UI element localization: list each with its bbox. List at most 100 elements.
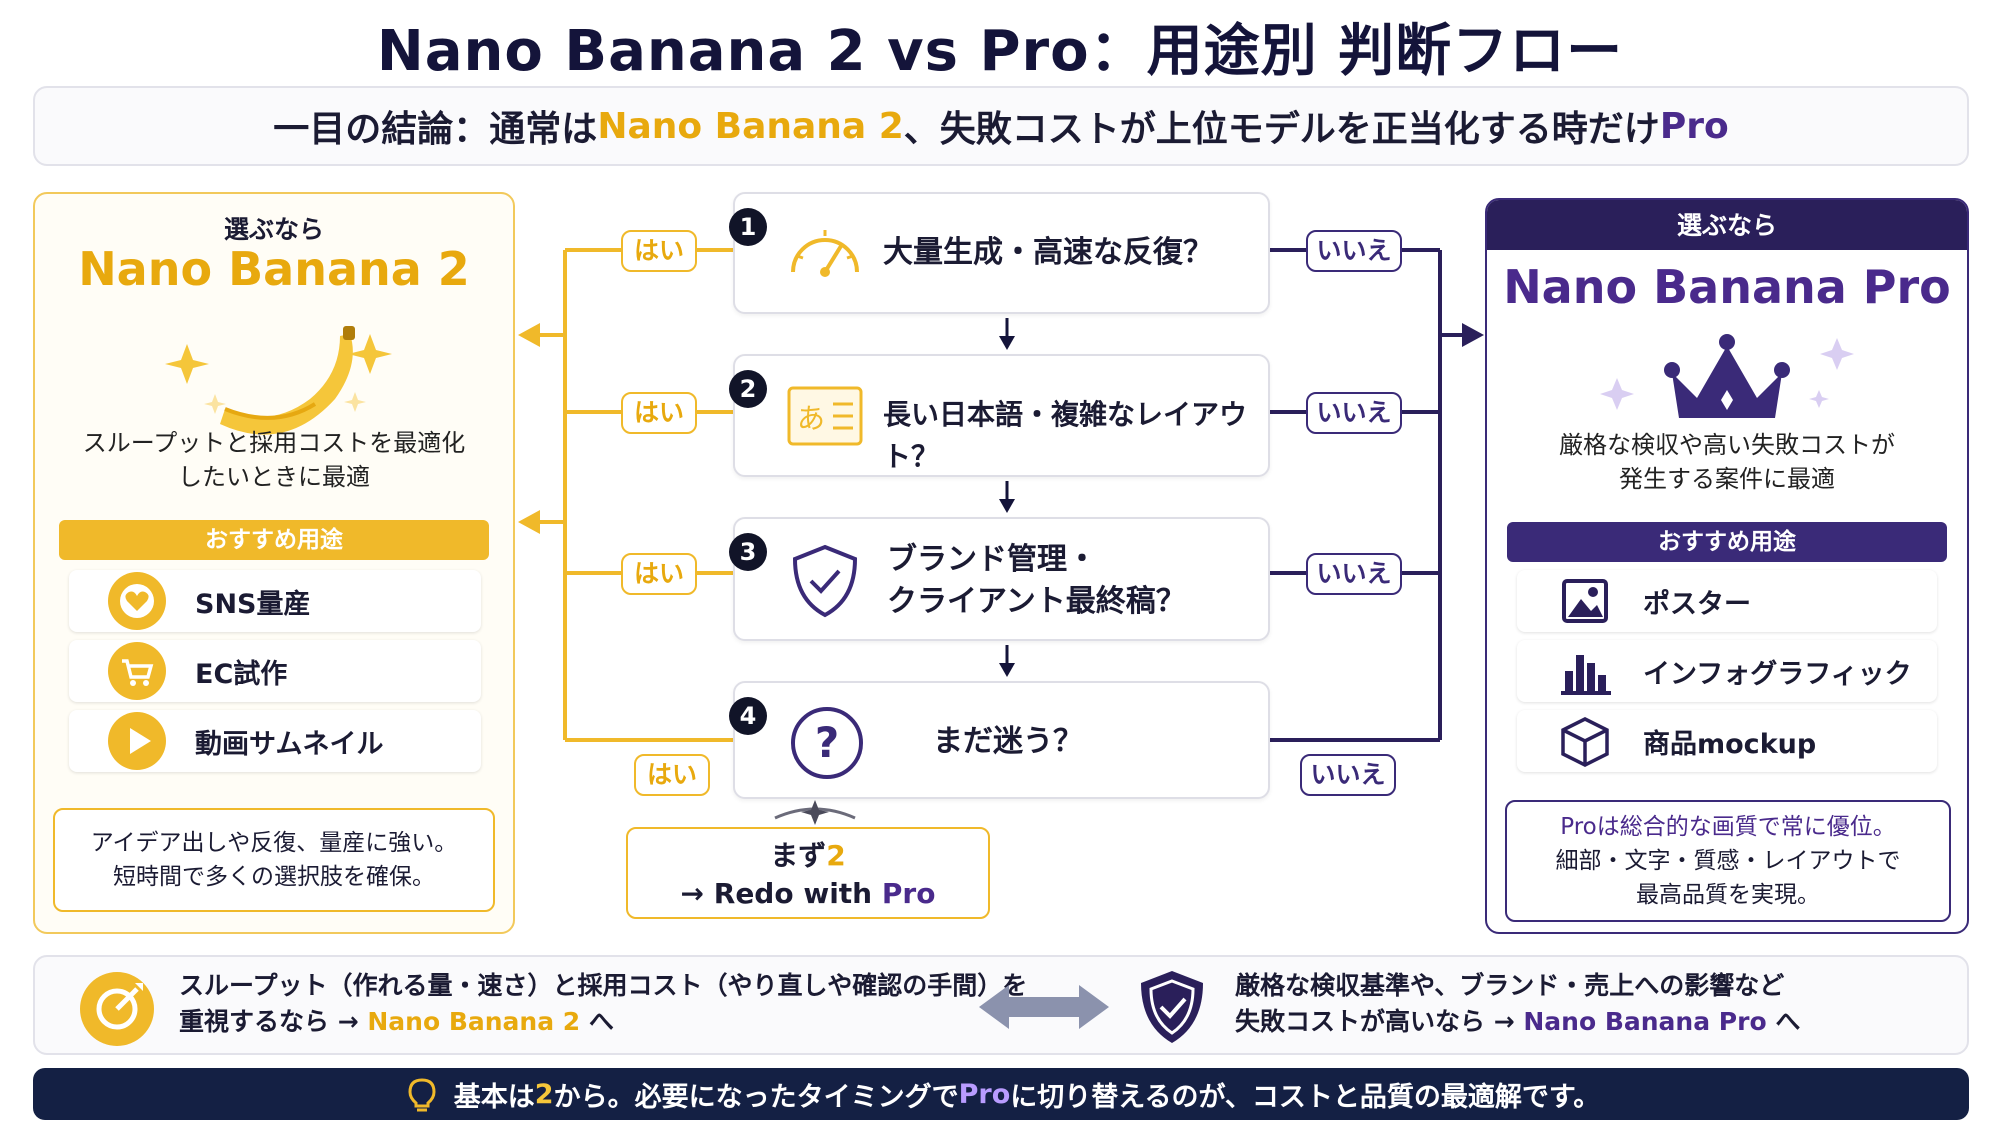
right-note-line-3: 最高品質を実現。	[1636, 882, 1820, 908]
svg-text:?: ?	[815, 718, 839, 767]
crown-icon	[1600, 334, 1854, 418]
shield-check-icon	[1141, 971, 1203, 1043]
fallback-line-1: まず2	[628, 837, 988, 875]
right-note-text-1: Proは総合的な画質で常に優位。	[1560, 814, 1896, 840]
question-box-1: 1 大量生成・高速な反復？	[729, 192, 1270, 314]
bottom-left-line-1: スループット（作れる量・速さ）と採用コスト（やり直しや確認の手間）を	[179, 971, 1028, 1000]
left-panel-desc-2: したいときに最適	[178, 463, 370, 491]
left-panel-model-name: Nano Banana 2	[78, 242, 470, 296]
shield-check-icon	[792, 544, 858, 618]
japanese-text-icon: あ	[787, 386, 863, 446]
right-panel-desc-1: 厳格な検収や高い失敗コストが	[1559, 431, 1895, 459]
cube-icon	[1555, 711, 1615, 771]
left-note-line-1: アイデア出しや反復、量産に強い。	[90, 830, 458, 856]
right-panel-desc-2: 発生する案件に最適	[1619, 465, 1835, 493]
left-recommended-label: おすすめ用途	[59, 520, 489, 560]
bottom-right-model: Nano Banana Pro	[1523, 1007, 1767, 1036]
right-arrow-head	[1462, 323, 1484, 347]
page-title: Nano Banana 2 vs Pro：用途別 判断フロー	[376, 19, 1624, 84]
bottom-right-prefix: 失敗コストが高いなら →	[1235, 1007, 1524, 1036]
yes-pill-4: はい	[634, 754, 710, 796]
question-box-2: 2 あ 長い日本語・複雑なレイアウト？	[729, 354, 1270, 477]
bottom-right-suffix: へ	[1766, 1007, 1801, 1036]
fallback-prefix-1: まず	[770, 839, 827, 872]
speedometer-icon	[791, 230, 859, 277]
left-panel-desc-1: スループットと採用コストを最適化	[82, 429, 466, 457]
footer-model-b: Pro	[958, 1078, 1011, 1110]
right-use-item-infographic: インフォグラフィック	[1517, 640, 1937, 702]
left-arrow-head-1	[518, 323, 540, 347]
question-box-4: 4 ? まだ迷う？	[729, 681, 1270, 799]
right-use-item-label: ポスター	[1643, 588, 1751, 620]
left-use-item-label: EC試作	[195, 658, 288, 690]
cart-icon	[107, 641, 167, 701]
question-number-2: 2	[729, 370, 767, 408]
play-icon	[107, 711, 167, 771]
bottom-right-line-2: 失敗コストが高いなら → Nano Banana Pro へ	[1235, 1003, 1800, 1041]
question-box-3: 3 ブランド管理・ クライアント最終稿？	[729, 517, 1270, 641]
question-text-3-line-2: クライアント最終稿？	[887, 584, 1186, 619]
summary-model-a: Nano Banana 2	[597, 105, 904, 147]
summary-model-b: Pro	[1659, 105, 1729, 147]
question-number-4: 4	[729, 697, 767, 735]
bar-chart-icon	[1555, 641, 1615, 701]
question-text-1: 大量生成・高速な反復？	[883, 235, 1213, 270]
yes-pill-2: はい	[621, 392, 697, 434]
left-use-item-video: 動画サムネイル	[69, 710, 481, 772]
summary-prefix: 一目の結論：通常は	[273, 109, 598, 150]
down-arrow-2-head	[999, 499, 1015, 513]
bottom-left-line-2: 重視するなら → Nano Banana 2 へ	[179, 1003, 614, 1041]
heart-icon	[107, 571, 167, 631]
footer-model-a: 2	[534, 1078, 554, 1110]
banana-icon	[165, 326, 392, 435]
fallback-box: まず2 → Redo with Pro	[626, 827, 990, 919]
summary-middle: 、失敗コストが上位モデルを正当化する時だけ	[903, 109, 1660, 150]
left-use-item-ec: EC試作	[69, 640, 481, 702]
question-number-3: 3	[729, 533, 767, 571]
question-number-1: 1	[729, 208, 767, 246]
yes-pill-1: はい	[621, 230, 697, 272]
fallback-line-2: → Redo with Pro	[628, 875, 988, 913]
right-note-line-2: 細部・文字・質感・レイアウトで	[1555, 848, 1901, 874]
bottom-right-line-1: 厳格な検収基準や、ブランド・売上への影響など	[1235, 971, 1785, 1000]
image-icon	[1555, 571, 1615, 631]
left-use-item-label: 動画サムネイル	[195, 728, 384, 760]
bottom-left-prefix: 重視するなら →	[179, 1007, 368, 1036]
no-pill-1: いいえ	[1306, 230, 1402, 272]
down-arrow-3-head	[999, 663, 1015, 677]
question-text-2: 長い日本語・複雑なレイアウト？	[883, 398, 1248, 473]
left-panel-eyebrow: 選ぶなら	[223, 215, 324, 244]
left-use-item-label: SNS量産	[195, 588, 311, 620]
right-recommended-label: おすすめ用途	[1507, 522, 1947, 562]
right-use-item-label: 商品mockup	[1643, 728, 1817, 760]
double-arrow-icon	[979, 985, 1109, 1029]
nano-banana-2-panel: 選ぶなら Nano Banana 2 スループットと採用コストを最適化 したいと…	[33, 192, 515, 934]
right-use-item-label: インフォグラフィック	[1643, 658, 1912, 690]
footer-prefix: 基本は	[453, 1081, 535, 1113]
right-use-item-poster: ポスター	[1517, 570, 1937, 632]
yes-pill-3: はい	[621, 553, 697, 595]
right-panel-eyebrow: 選ぶなら	[1487, 200, 1967, 250]
left-panel-note: アイデア出しや反復、量産に強い。 短時間で多くの選択肢を確保。	[53, 808, 495, 912]
right-panel-model-name: Nano Banana Pro	[1503, 260, 1951, 314]
left-use-item-sns: SNS量産	[69, 570, 481, 632]
fallback-model-a: 2	[826, 839, 846, 872]
down-arrow-1-head	[999, 336, 1015, 350]
left-note-line-2: 短時間で多くの選択肢を確保。	[113, 864, 435, 890]
left-arrow-head-2	[518, 510, 540, 534]
lightbulb-icon	[408, 1078, 436, 1112]
question-text-3-line-1: ブランド管理・	[887, 542, 1097, 577]
fallback-model-b: Pro	[881, 877, 936, 910]
no-pill-4: いいえ	[1300, 754, 1396, 796]
right-note-line-1: Proは総合的な画質で常に優位。	[1507, 810, 1949, 844]
question-icon: ?	[791, 707, 863, 779]
no-pill-3: いいえ	[1306, 553, 1402, 595]
footer-suffix: に切り替えるのが、コストと品質の最適解です。	[1010, 1081, 1601, 1113]
fallback-prefix-2: → Redo with	[680, 877, 882, 910]
right-use-item-mockup: 商品mockup	[1517, 710, 1937, 772]
svg-text:あ: あ	[797, 402, 825, 435]
right-panel-note: Proは総合的な画質で常に優位。 細部・文字・質感・レイアウトで 最高品質を実現…	[1505, 800, 1951, 922]
footer-middle: から。必要になったタイミングで	[553, 1081, 959, 1113]
